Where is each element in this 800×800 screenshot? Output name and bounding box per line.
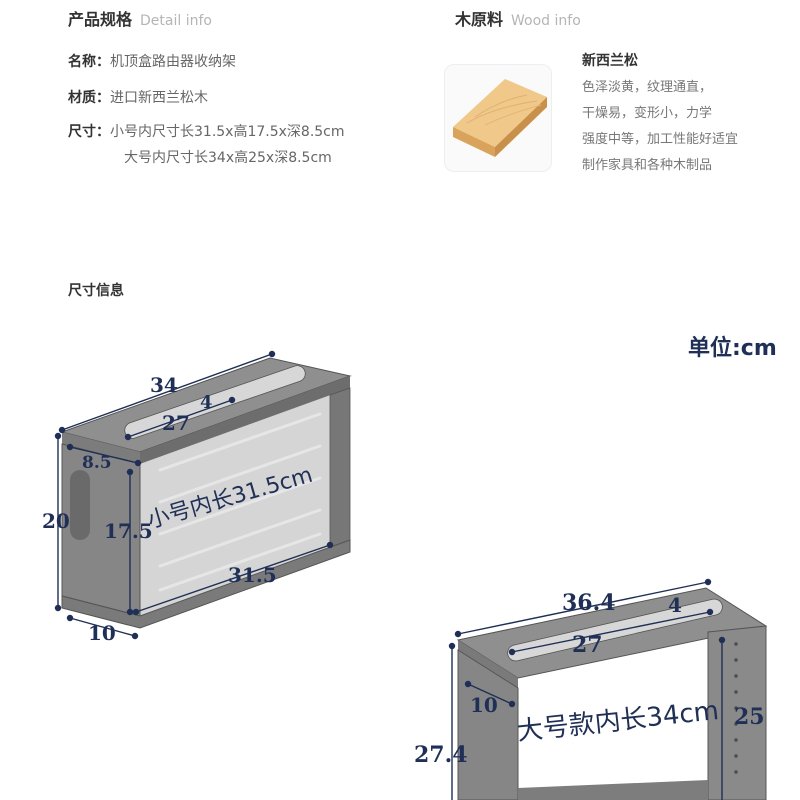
large-side-board [457,649,519,800]
dim-10-large: 10 [470,693,498,717]
wood-plank-icon [453,79,547,157]
unit-label: 单位:cm [688,336,777,361]
dim-27-large: 27 [572,632,603,658]
dim-8-5: 8.5 [82,453,112,473]
dim-36-4: 36.4 [562,590,616,616]
dim-27-4: 27.4 [414,742,468,768]
wood-header: 木原料 Wood info [455,6,581,30]
dim-25: 25 [734,704,765,730]
wood-sample-image [444,64,552,172]
spec-size-row: 尺寸：小号内尺寸长31.5x高17.5x深8.5cm [68,121,345,141]
wood-desc-line: 强度中等，加工性能好适宜 [582,132,739,147]
spec-header: 产品规格 Detail info [68,6,212,30]
size-label: 尺寸： [68,124,110,140]
material-label: 材质： [68,90,110,106]
spec-material-row: 材质：进口新西兰松木 [68,87,208,107]
small-shelf-diagram: 34 4 27 8.5 20 17.5 31.5 10 小号内长31.5cm [42,350,352,645]
wood-name: 新西兰松 [582,53,638,69]
spec-subtitle: Detail info [140,13,212,29]
dim-31-5: 31.5 [228,563,277,587]
size-large: 大号内尺寸长34x高25x深8.5cm [124,150,332,166]
dim-4-large: 4 [668,593,682,617]
dim-4: 4 [200,392,213,413]
material-value: 进口新西兰松木 [110,90,208,106]
spec-size-row-2: 大号内尺寸长34x高25x深8.5cm [124,147,332,167]
spec-name-row: 名称：机顶盒路由器收纳架 [68,51,236,71]
wood-subtitle: Wood info [511,13,581,29]
name-value: 机顶盒路由器收纳架 [110,54,236,70]
large-inner-label: 大号款内长34cm [516,696,721,747]
size-small: 小号内尺寸长31.5x高17.5x深8.5cm [110,124,345,140]
wood-desc-line: 制作家具和各种木制品 [582,158,713,173]
spec-title: 产品规格 [68,10,133,29]
name-label: 名称： [68,54,110,70]
wood-desc-line: 色泽淡黄，纹理通直， [582,80,713,95]
wood-title: 木原料 [455,10,504,29]
wood-desc-line: 干燥易，变形小，力学 [582,106,713,121]
dim-20: 20 [42,509,70,533]
dim-10: 10 [88,621,116,645]
large-shelf-diagram: 36.4 4 27 10 25 27.4 大号款内长34cm [414,578,768,800]
dim-34: 34 [150,373,178,397]
dims-title: 尺寸信息 [68,283,124,299]
dim-27: 27 [162,411,190,435]
dim-17-5: 17.5 [104,519,153,543]
wood-description: 色泽淡黄，纹理通直， 干燥易，变形小，力学 强度中等，加工性能好适宜 制作家具和… [582,75,738,179]
